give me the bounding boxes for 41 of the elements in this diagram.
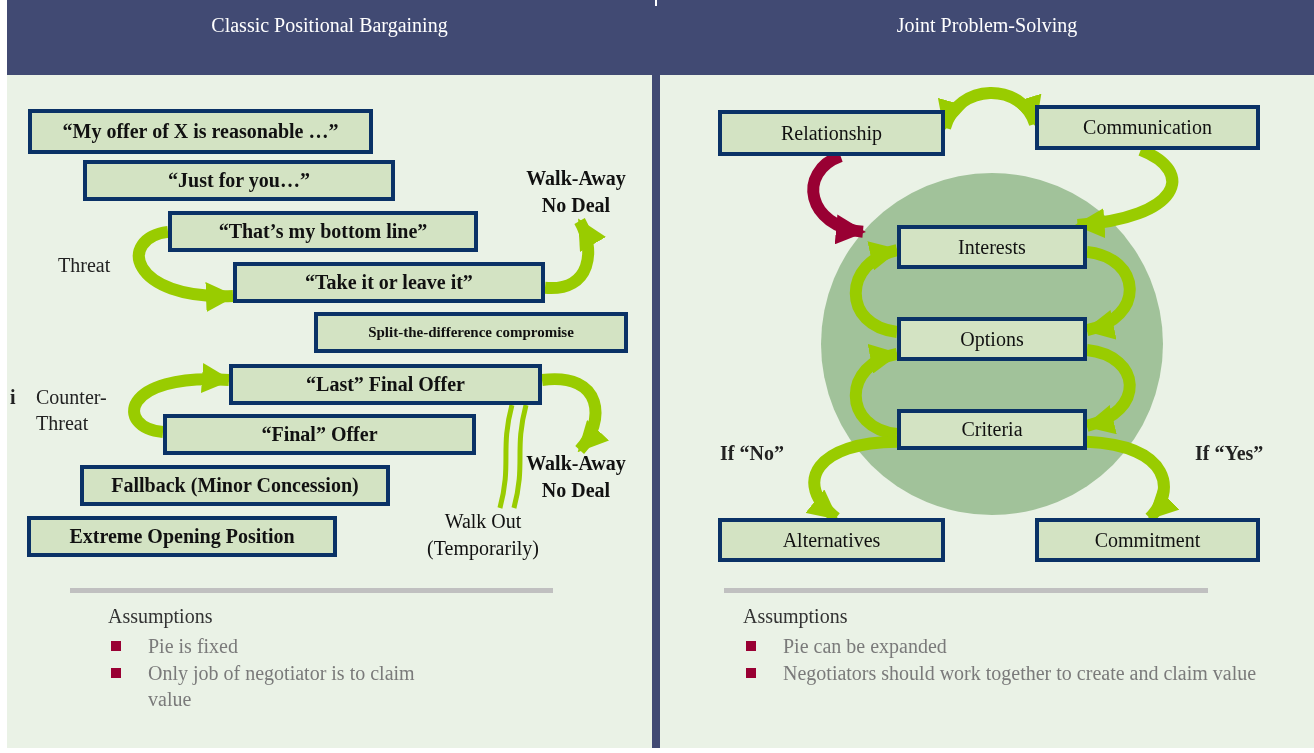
label-box: Alternatives: [718, 518, 945, 562]
label-box: Communication: [1035, 105, 1260, 150]
marker-letter: i: [10, 385, 16, 410]
label-box: “Final” Offer: [163, 414, 476, 455]
edge-label: If “No”: [720, 441, 785, 466]
bullet-text: Negotiators should work together to create and claim value: [783, 661, 1258, 686]
label-box: “My offer of X is reasonable …”: [28, 109, 373, 154]
bullet-text: Pie is fixed: [148, 634, 239, 659]
label-box: “Just for you…”: [83, 160, 395, 201]
curved-arrow: [128, 364, 232, 438]
label-box: Criteria: [897, 409, 1087, 450]
label-box: “Last” Final Offer: [229, 364, 542, 405]
label-box: Interests: [897, 225, 1087, 269]
outcome-text: Walk Out (Temporarily): [410, 508, 556, 566]
curved-arrow: [849, 244, 900, 338]
edge-label: Counter-Threat: [36, 385, 108, 436]
label-box: Relationship: [718, 110, 945, 156]
panel-heading: Joint Problem-Solving: [660, 0, 1314, 75]
edge-label: If “Yes”: [1195, 441, 1265, 466]
edge-label: Threat: [58, 253, 112, 278]
section-heading: Assumptions: [743, 604, 848, 629]
label-box: “Take it or leave it”: [233, 262, 545, 303]
label-box: Split-the-difference compromise: [314, 312, 628, 353]
label-box: “That’s my bottom line”: [168, 211, 478, 252]
curved-arrow: [1084, 344, 1136, 432]
panel-heading: Classic Positional Bargaining: [7, 0, 652, 75]
label-box: Commitment: [1035, 518, 1260, 562]
panel: [7, 0, 652, 748]
curved-arrow: [939, 87, 1041, 131]
curved-arrow: [133, 226, 236, 311]
bullet-text: Only job of negotiator is to claim value: [148, 661, 416, 712]
bullet-text: Pie can be expanded: [783, 634, 948, 659]
outcome-text: Walk-Away No Deal: [516, 165, 636, 221]
label-box: Options: [897, 317, 1087, 361]
wavy-line: [497, 402, 529, 511]
section-heading: Assumptions: [108, 604, 213, 629]
label-box: Fallback (Minor Concession): [80, 465, 390, 506]
curved-arrow: [1084, 245, 1136, 337]
label-box: Extreme Opening Position: [27, 516, 337, 557]
outcome-text: Walk-Away No Deal: [515, 450, 637, 506]
panel: [660, 0, 1314, 748]
